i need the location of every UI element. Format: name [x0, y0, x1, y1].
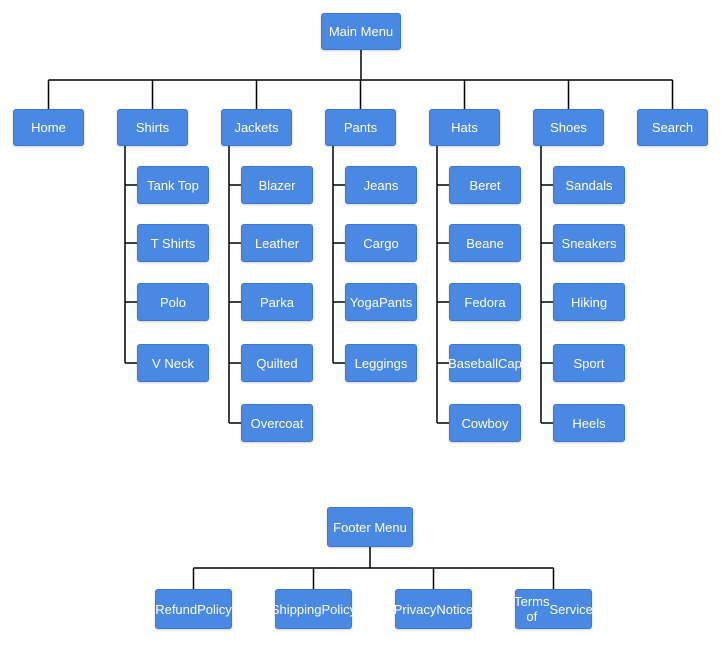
submenu-item-quilted[interactable]: Quilted: [241, 344, 313, 382]
node-label-line: Service: [549, 601, 593, 617]
node-label-line: Pants: [343, 120, 378, 135]
submenu-item-leather[interactable]: Leather: [241, 224, 313, 262]
submenu-item-beane[interactable]: Beane: [449, 224, 521, 262]
node-label-line: Sneakers: [561, 235, 617, 251]
node-label-line: Overcoat: [250, 415, 304, 431]
submenu-item-jeans[interactable]: Jeans: [345, 166, 417, 204]
node-label-line: Polo: [159, 294, 187, 310]
submenu-item-heels[interactable]: Heels: [553, 404, 625, 442]
node-label-line: T Shirts: [150, 235, 196, 251]
submenu-item-cowboy[interactable]: Cowboy: [449, 404, 521, 442]
main-menu-node[interactable]: Main Menu: [321, 13, 401, 50]
node-label-line: Yoga: [349, 294, 379, 310]
submenu-item-beret[interactable]: Beret: [449, 166, 521, 204]
node-label-line: Notice: [436, 601, 474, 617]
submenu-item-leggings[interactable]: Leggings: [345, 344, 417, 382]
submenu-item-v-neck[interactable]: V Neck: [137, 344, 209, 382]
node-label-line: Policy: [197, 601, 232, 617]
node-label-line: Cargo: [363, 235, 399, 251]
node-label-line: Beane: [466, 235, 504, 251]
node-label-line: Blazer: [258, 177, 296, 193]
submenu-item-sandals[interactable]: Sandals: [553, 166, 625, 204]
menu-item-home[interactable]: Home: [13, 109, 84, 146]
submenu-item-polo[interactable]: Polo: [137, 283, 209, 321]
menu-item-pants[interactable]: Pants: [325, 109, 396, 146]
submenu-item-overcoat[interactable]: Overcoat: [241, 404, 313, 442]
submenu-item-t-shirts[interactable]: T Shirts: [137, 224, 209, 262]
menu-item-shoes[interactable]: Shoes: [533, 109, 604, 146]
node-label-line: Policy: [321, 601, 357, 617]
node-label-line: Hats: [451, 120, 478, 135]
submenu-item-tank-top[interactable]: Tank Top: [137, 166, 209, 204]
submenu-item-cargo[interactable]: Cargo: [345, 224, 417, 262]
submenu-item-sneakers[interactable]: Sneakers: [553, 224, 625, 262]
node-label-line: Baseball: [448, 355, 499, 371]
node-label-line: Sport: [573, 355, 605, 371]
node-label-line: Tank Top: [147, 177, 199, 193]
node-label-line: Heels: [572, 415, 606, 431]
node-label-line: Parka: [260, 294, 294, 310]
submenu-item-sport[interactable]: Sport: [553, 344, 625, 382]
node-label-line: Footer Menu: [333, 519, 407, 535]
submenu-item-blazer[interactable]: Blazer: [241, 166, 313, 204]
submenu-item-fedora[interactable]: Fedora: [449, 283, 521, 321]
node-label-line: Cowboy: [461, 415, 509, 431]
node-label-line: V Neck: [152, 355, 194, 371]
node-label-line: Leather: [254, 235, 300, 251]
menu-item-shirts[interactable]: Shirts: [117, 109, 188, 146]
node-label-line: Shirts: [135, 120, 170, 135]
submenu-item-parka[interactable]: Parka: [241, 283, 313, 321]
node-label-line: Main Menu: [328, 24, 394, 39]
node-label-line: Shipping: [270, 601, 322, 617]
node-label-line: Leggings: [354, 355, 408, 371]
node-label-line: Fedora: [464, 294, 506, 310]
node-label-line: Hiking: [570, 294, 608, 310]
node-label-line: Quilted: [256, 355, 298, 371]
node-label-line: Jeans: [363, 177, 399, 193]
node-label-line: Search: [651, 120, 694, 135]
node-label-line: Jackets: [234, 120, 279, 135]
node-label-line: Cap: [498, 355, 522, 371]
submenu-item-hiking[interactable]: Hiking: [553, 283, 625, 321]
menu-item-jackets[interactable]: Jackets: [221, 109, 292, 146]
node-label-line: Pants: [378, 294, 413, 310]
node-label-line: Terms of: [514, 594, 550, 624]
node-label-line: Refund: [155, 601, 198, 617]
node-label-line: Home: [31, 120, 66, 135]
node-label-line: Sandals: [565, 177, 613, 193]
menu-item-search[interactable]: Search: [637, 109, 708, 146]
node-label-line: Privacy: [393, 601, 437, 617]
node-label-line: Shoes: [550, 120, 587, 135]
node-label-line: Beret: [469, 177, 501, 193]
footer-menu-node[interactable]: Footer Menu: [327, 507, 413, 547]
menu-item-hats[interactable]: Hats: [429, 109, 500, 146]
